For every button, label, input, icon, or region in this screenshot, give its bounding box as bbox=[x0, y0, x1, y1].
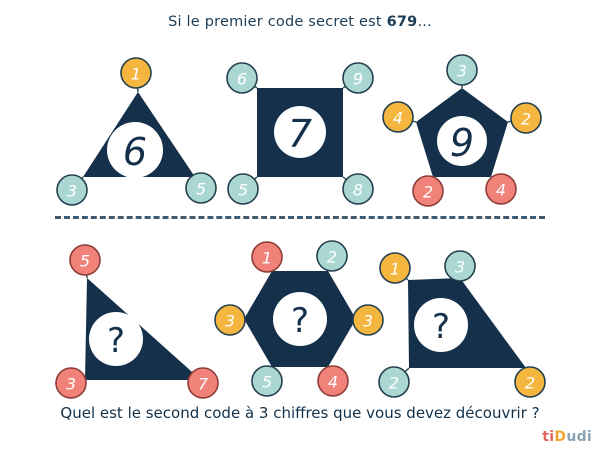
vertex-circle-red bbox=[412, 175, 444, 207]
vertex-circle-teal bbox=[446, 54, 478, 86]
vertex-value: 3 bbox=[363, 312, 373, 331]
center-circle bbox=[437, 116, 487, 166]
vertex-circle-yellow bbox=[510, 102, 542, 134]
vertex-circle-yellow bbox=[379, 252, 411, 284]
center-value: 9 bbox=[450, 121, 474, 165]
vertex-circle-red bbox=[485, 173, 517, 205]
title-suffix: ... bbox=[417, 14, 432, 30]
center-circle bbox=[107, 122, 163, 178]
center-value: 7 bbox=[288, 112, 312, 156]
vertex-value: 2 bbox=[521, 110, 531, 129]
shape-pentagon: 9 3 2 4 2 4 bbox=[382, 54, 542, 207]
vertex-value: 3 bbox=[66, 375, 76, 394]
vertex-value: 5 bbox=[196, 180, 206, 199]
vertex-circle-teal bbox=[378, 366, 410, 398]
shape-triangle: 6 1 3 5 bbox=[55, 55, 220, 207]
vertex-value: 4 bbox=[328, 373, 338, 392]
dashed-divider bbox=[55, 216, 545, 219]
center-value: 6 bbox=[123, 130, 147, 174]
vertex-circle-yellow bbox=[214, 304, 246, 336]
vertex-circle-teal bbox=[185, 172, 217, 204]
center-value: ? bbox=[291, 301, 309, 341]
center-value: ? bbox=[107, 321, 125, 361]
vertex-value: 3 bbox=[457, 62, 467, 81]
shape-canvas-triangle: 6 1 3 5 bbox=[56, 57, 217, 206]
vertex-value: 7 bbox=[198, 375, 209, 394]
center-circle bbox=[273, 292, 327, 346]
question-text: Quel est le second code à 3 chiffres que… bbox=[60, 404, 540, 422]
vertex-value: 4 bbox=[393, 109, 403, 128]
vertex-circle-red bbox=[187, 367, 219, 399]
vertex-circle-red bbox=[69, 244, 101, 276]
vertex-value: 6 bbox=[237, 70, 247, 89]
shape-canvas-hexagon: ? 1 2 3 3 5 4 bbox=[214, 240, 384, 397]
vertex-value: 2 bbox=[423, 183, 433, 202]
vertex-circle-yellow bbox=[120, 57, 152, 89]
vertex-circle-teal bbox=[226, 62, 258, 94]
vertex-value: 5 bbox=[80, 252, 90, 271]
vertex-value: 2 bbox=[327, 248, 337, 267]
vertex-value: 5 bbox=[262, 373, 272, 392]
vertex-value: 3 bbox=[455, 258, 465, 277]
center-circle bbox=[89, 312, 143, 366]
shape-square: 7 6 9 5 8 bbox=[225, 58, 375, 208]
logo-part-d: D bbox=[554, 429, 567, 445]
vertex-circle-teal bbox=[342, 173, 374, 205]
logo-part-udi: udi bbox=[566, 429, 592, 445]
vertex-value: 9 bbox=[353, 70, 363, 89]
vertex-circle-yellow bbox=[382, 101, 414, 133]
shape-canvas-right-triangle: ? 5 3 7 bbox=[55, 244, 219, 399]
vertex-value: 3 bbox=[225, 312, 235, 331]
vertex-circle-red bbox=[317, 365, 349, 397]
page-title: Si le premier code secret est 679... bbox=[0, 14, 600, 30]
shape-canvas-pentagon: 9 3 2 4 2 4 bbox=[382, 54, 542, 207]
vertex-circle-teal bbox=[342, 62, 374, 94]
vertex-circle-teal bbox=[316, 240, 348, 272]
vertex-circle-red bbox=[55, 367, 87, 399]
center-circle bbox=[414, 298, 468, 352]
tidudi-logo: tiDudi bbox=[542, 429, 592, 445]
title-code: 679 bbox=[386, 14, 418, 30]
title-prefix: Si le premier code secret est bbox=[168, 14, 387, 30]
vertex-circle-yellow bbox=[352, 304, 384, 336]
shape-quadrilateral: ? 1 3 2 2 bbox=[378, 240, 546, 400]
vertex-value: 8 bbox=[353, 181, 363, 200]
vertex-circle-red bbox=[251, 241, 283, 273]
vertex-value: 1 bbox=[390, 260, 400, 279]
shape-right-triangle: ? 5 3 7 bbox=[50, 240, 219, 400]
vertex-value: 3 bbox=[67, 182, 77, 201]
vertex-value: 1 bbox=[131, 65, 141, 84]
center-circle bbox=[274, 106, 326, 158]
vertex-value: 4 bbox=[496, 181, 506, 200]
shape-canvas-square: 7 6 9 5 8 bbox=[226, 62, 374, 205]
vertex-circle-teal bbox=[251, 365, 283, 397]
logo-part-ti: ti bbox=[542, 429, 555, 445]
shape-hexagon: ? 1 2 3 3 5 4 bbox=[214, 240, 385, 400]
vertex-circle-yellow bbox=[514, 366, 546, 398]
vertex-circle-teal bbox=[227, 173, 259, 205]
center-value: ? bbox=[432, 307, 450, 347]
vertex-circle-teal bbox=[56, 174, 88, 206]
vertex-value: 1 bbox=[262, 249, 272, 268]
vertex-circle-teal bbox=[444, 250, 476, 282]
vertex-value: 2 bbox=[389, 374, 399, 393]
shape-canvas-quadrilateral: ? 1 3 2 2 bbox=[378, 250, 546, 398]
vertex-value: 5 bbox=[238, 181, 248, 200]
vertex-value: 2 bbox=[525, 374, 535, 393]
